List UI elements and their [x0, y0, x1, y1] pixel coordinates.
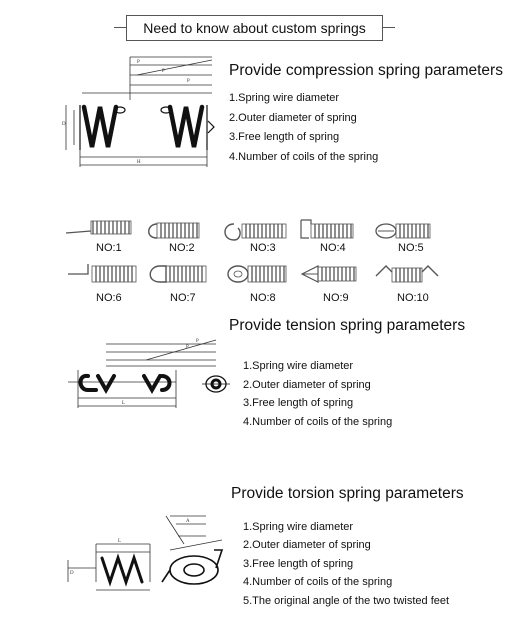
list-item: 1.Spring wire diameter	[229, 92, 340, 104]
svg-text:D: D	[70, 571, 74, 576]
svg-text:L: L	[118, 539, 121, 544]
list-item: 5.The original angle of the two twisted …	[243, 594, 450, 607]
tension-spring-diagram: P P L	[68, 339, 230, 408]
hook-type-1-diagram	[65, 220, 132, 235]
hook-type-5-diagram	[375, 223, 431, 239]
list-item: 1.Spring wire diameter	[243, 521, 354, 533]
svg-text:P: P	[196, 339, 199, 344]
hook-type-10-diagram	[375, 265, 439, 283]
list-item: 3.Free length of spring	[243, 557, 354, 570]
hook-type-7-diagram	[149, 265, 207, 283]
hook-type-4-diagram	[300, 219, 354, 239]
tension-param-list: 1.Spring wire diameter 2.Outer diameter …	[243, 357, 392, 431]
page-title: Need to know about custom springs	[114, 15, 395, 41]
torsion-spring-diagram: L D A	[67, 515, 224, 591]
list-item: 2.Outer diameter of spring	[243, 539, 371, 552]
hook-label: NO:2	[169, 242, 195, 254]
list-item: 4.Number of coils of the spring	[229, 150, 379, 163]
list-item: 2.Outer diameter of spring	[229, 111, 357, 124]
svg-text:A: A	[186, 519, 190, 524]
hook-label: NO:7	[170, 292, 196, 304]
hook-type-3-diagram	[224, 223, 287, 241]
svg-text:P: P	[137, 60, 140, 65]
hook-label: NO:1	[96, 242, 122, 254]
compression-spring-diagram: P P P D H	[62, 56, 215, 167]
compression-param-list: 1.Spring wire diameter 2.Outer diameter …	[229, 89, 378, 167]
svg-text:P: P	[186, 345, 189, 350]
svg-text:P: P	[162, 69, 165, 74]
hook-label: NO:3	[250, 242, 276, 254]
hook-label: NO:10	[397, 292, 429, 304]
hook-label: NO:9	[323, 292, 349, 304]
hook-type-9-diagram	[300, 265, 357, 283]
svg-text:P: P	[187, 79, 190, 84]
list-item: 1.Spring wire diameter	[243, 360, 354, 372]
list-item: 2.Outer diameter of spring	[243, 378, 371, 391]
hook-type-2-diagram	[148, 222, 200, 239]
hook-label: NO:4	[320, 242, 346, 254]
compression-heading: Provide compression spring parameters	[229, 62, 503, 79]
svg-text:H: H	[137, 160, 141, 165]
hook-label: NO:6	[96, 292, 122, 304]
hook-type-6-diagram	[68, 264, 137, 283]
hook-type-8-diagram	[227, 265, 287, 283]
hook-label: NO:8	[250, 292, 276, 304]
torsion-param-list: 1.Spring wire diameter 2.Outer diameter …	[243, 518, 449, 610]
svg-text:D: D	[62, 122, 66, 127]
list-item: 4.Number of coils of the spring	[243, 576, 393, 589]
torsion-heading: Provide torsion spring parameters	[231, 485, 464, 502]
svg-text:L: L	[122, 401, 125, 406]
list-item: 3.Free length of spring	[243, 397, 354, 409]
tension-heading: Provide tension spring parameters	[229, 317, 466, 334]
list-item: 4.Number of coils of the spring	[243, 415, 393, 428]
list-item: 3.Free length of spring	[229, 131, 340, 143]
hook-label: NO:5	[398, 242, 424, 254]
